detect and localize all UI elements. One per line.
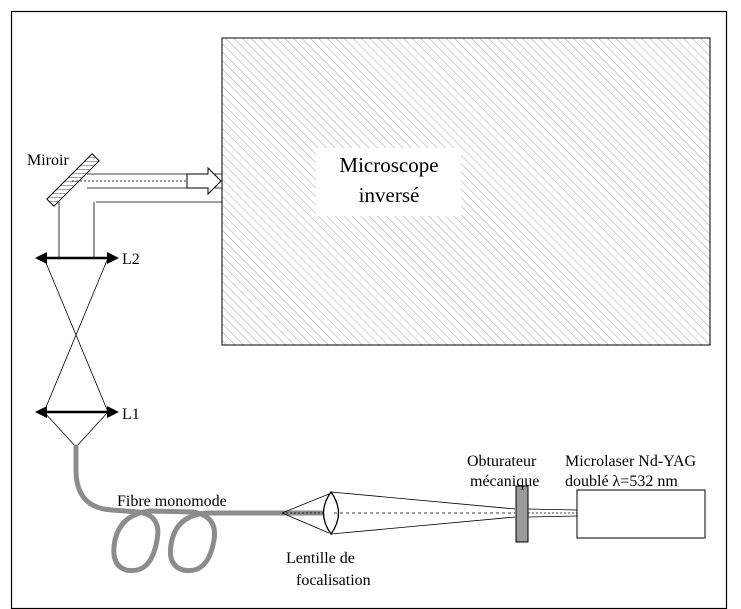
beam-direction-arrow xyxy=(186,166,222,196)
single-mode-fiber xyxy=(73,444,331,574)
beam-fiber-to-lens xyxy=(281,493,330,534)
beam-l1-to-fiber xyxy=(43,411,109,448)
microscope-box xyxy=(221,37,711,346)
microscope-label-1: Microscope xyxy=(339,153,438,177)
fiber-label: Fibre monomode xyxy=(117,493,227,510)
microlaser-box xyxy=(576,489,706,539)
lens-l1 xyxy=(35,406,119,418)
beam-lens-to-laser xyxy=(330,491,578,535)
focusing-lens-label-2: focalisation xyxy=(296,572,371,589)
microscope-label-bg xyxy=(316,148,461,216)
focusing-lens-label-1: Lentille de xyxy=(286,550,355,567)
lens-l1-label: L1 xyxy=(122,406,140,423)
lens-l2 xyxy=(35,252,119,264)
beam-mirror-to-l2 xyxy=(58,202,95,258)
shutter-label-1: Obturateur xyxy=(467,453,537,470)
lens-l2-label: L2 xyxy=(122,251,140,268)
laser-label-2: doublé λ=532 nm xyxy=(565,473,678,490)
beam-l2-to-l1 xyxy=(43,257,109,413)
shutter-label-2: mécanique xyxy=(470,473,539,490)
mechanical-shutter xyxy=(515,485,529,543)
laser-label-1: Microlaser Nd-YAG xyxy=(565,453,697,470)
mirror xyxy=(46,153,100,207)
mirror-label: Miroir xyxy=(27,152,69,169)
microscope-label-2: inversé xyxy=(359,183,420,207)
